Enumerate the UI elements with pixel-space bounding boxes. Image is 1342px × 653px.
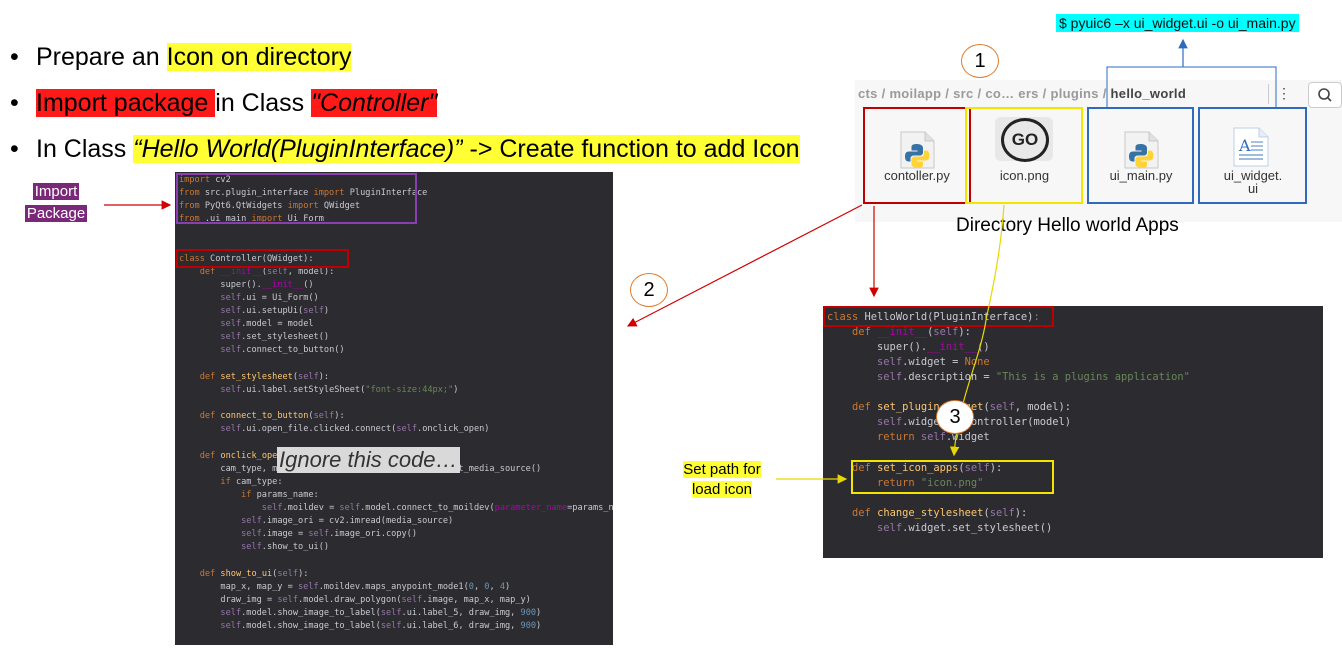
file-icon-png[interactable]: GO icon.png	[966, 108, 1083, 204]
import-highlight-box	[176, 173, 417, 224]
controller-code-panel: import cv2 from src.plugin_interface imp…	[175, 172, 613, 645]
file-name: ui_widget.ui	[1223, 168, 1283, 196]
file-name: contoller.py	[884, 168, 950, 183]
python-file-icon	[900, 131, 935, 169]
breadcrumb-divider	[1268, 84, 1269, 104]
controller-file-box	[863, 107, 971, 204]
pyuic-command: $ pyuic6 –x ui_widget.ui -o ui_main.py	[1056, 14, 1299, 32]
step-3-marker: 3	[936, 400, 974, 434]
helloworld-class-box	[823, 306, 1054, 327]
set-icon-apps-box	[851, 460, 1054, 494]
go-logo-text: GO	[1001, 118, 1049, 162]
file-name: icon.png	[999, 168, 1050, 183]
file-ui-widget-ui[interactable]: A ui_widget.ui	[1199, 108, 1307, 204]
file-ui-main-py[interactable]: ui_main.py	[1088, 108, 1194, 204]
file-controller-py[interactable]: contoller.py	[864, 108, 970, 204]
bullet-list: Prepare an Icon on directory Import pack…	[8, 34, 868, 172]
helloworld-code-panel: class HelloWorld(PluginInterface): def _…	[823, 306, 1323, 558]
python-file-icon	[1124, 131, 1159, 169]
ui-widget-file-box	[1198, 107, 1307, 204]
breadcrumb: cts / moilapp / src / co… ers / plugins …	[858, 86, 1187, 101]
search-icon	[1318, 88, 1332, 102]
more-menu-button[interactable]: ⋮	[1277, 85, 1291, 101]
svg-text:A: A	[1238, 136, 1251, 155]
go-logo-icon: GO	[995, 117, 1053, 162]
bullet-2: Import package in Class "Controller"	[8, 80, 868, 126]
text-document-icon: A	[1233, 127, 1269, 167]
step-2-marker: 2	[630, 273, 668, 307]
directory-caption: Directory Hello world Apps	[956, 215, 1179, 236]
ignore-code-note: Ignore this code…	[277, 447, 460, 473]
bullet-1: Prepare an Icon on directory	[8, 34, 868, 80]
explorer-search-button[interactable]	[1308, 82, 1342, 108]
icon-file-box	[965, 107, 1083, 204]
controller-class-box	[176, 249, 349, 268]
step-1-marker: 1	[961, 44, 999, 78]
ui-main-file-box	[1087, 107, 1194, 204]
bullet-3: In Class “Hello World(PluginInterface)” …	[8, 126, 868, 172]
file-name: ui_main.py	[1109, 168, 1173, 183]
